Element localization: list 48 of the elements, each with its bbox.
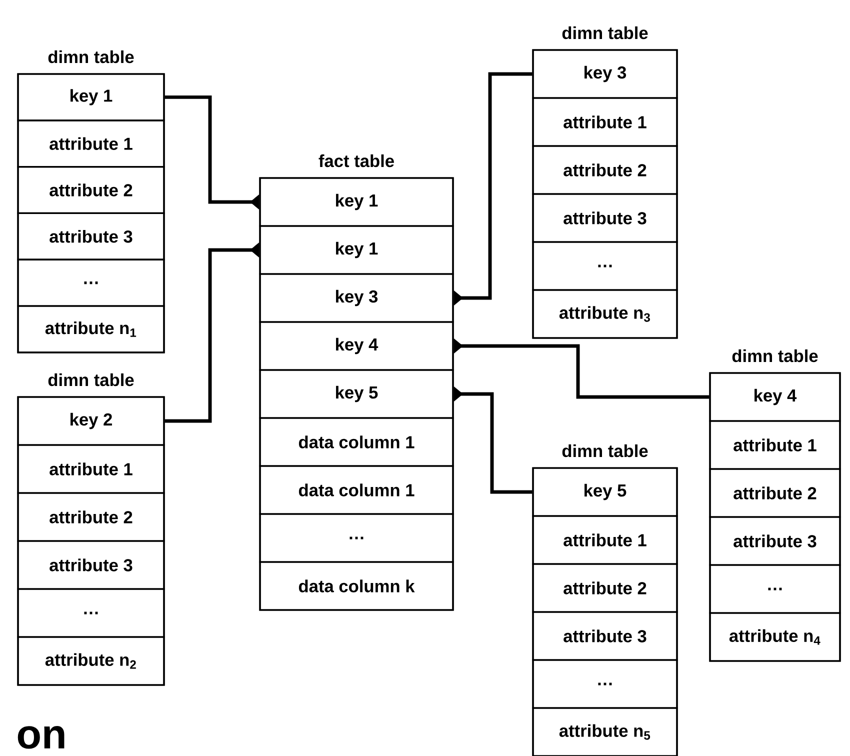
table-row: data column k [259, 561, 454, 611]
table-row: attribute 2 [532, 563, 678, 613]
table-row: … [532, 659, 678, 709]
table-row: key 5 [259, 369, 454, 419]
table-row: key 4 [709, 372, 841, 422]
node-label: fact table [318, 154, 394, 168]
table-row: … [259, 513, 454, 563]
table-row: attribute 3 [532, 611, 678, 661]
table-row: … [17, 588, 165, 638]
table-row: key 1 [259, 225, 454, 275]
table-row: attribute 2 [532, 145, 678, 195]
table-row: attribute n$_{1}$ [17, 305, 165, 354]
table-row: attribute n$_{5}$ [532, 707, 678, 756]
table-row: attribute 1 [532, 97, 678, 147]
node-label: dimn table [48, 50, 134, 64]
table-row: key 4 [259, 321, 454, 371]
table-row: attribute 2 [17, 492, 165, 542]
node-label: dimn table [562, 444, 648, 458]
table-row: attribute n$_{2}$ [17, 636, 165, 686]
table-row: attribute 3 [17, 540, 165, 590]
table-row: key 1 [17, 73, 165, 122]
table-row: attribute n$_{3}$ [532, 289, 678, 339]
table-row: … [532, 241, 678, 291]
node-label: dimn table [48, 373, 134, 386]
table-row: attribute 2 [17, 166, 165, 214]
table-row: data column 1 [259, 465, 454, 515]
table-row: attribute 2 [709, 468, 841, 518]
table-row: attribute 1 [532, 515, 678, 565]
table-row: … [709, 564, 841, 614]
table-row: attribute 3 [709, 516, 841, 566]
table-row: attribute 3 [17, 212, 165, 260]
table-row: key 5 [532, 467, 678, 517]
table-row: attribute 1 [709, 420, 841, 470]
table-row: key 3 [259, 273, 454, 323]
table-row: key 2 [17, 396, 165, 446]
table-row: data column 1 [259, 417, 454, 467]
heading-fragment: on [18, 726, 64, 749]
connector [164, 242, 260, 423]
table-row: attribute 1 [17, 120, 165, 168]
table-row: attribute 1 [17, 444, 165, 494]
connector [454, 72, 532, 306]
table-row: attribute n$_{4}$ [709, 612, 841, 662]
table-row: attribute 3 [532, 193, 678, 243]
table-row: key 1 [259, 177, 454, 227]
table-row: key 3 [532, 49, 678, 99]
node-label: dimn table [732, 349, 818, 362]
table-row: … [17, 258, 165, 307]
node-label: dimn table [562, 26, 648, 40]
